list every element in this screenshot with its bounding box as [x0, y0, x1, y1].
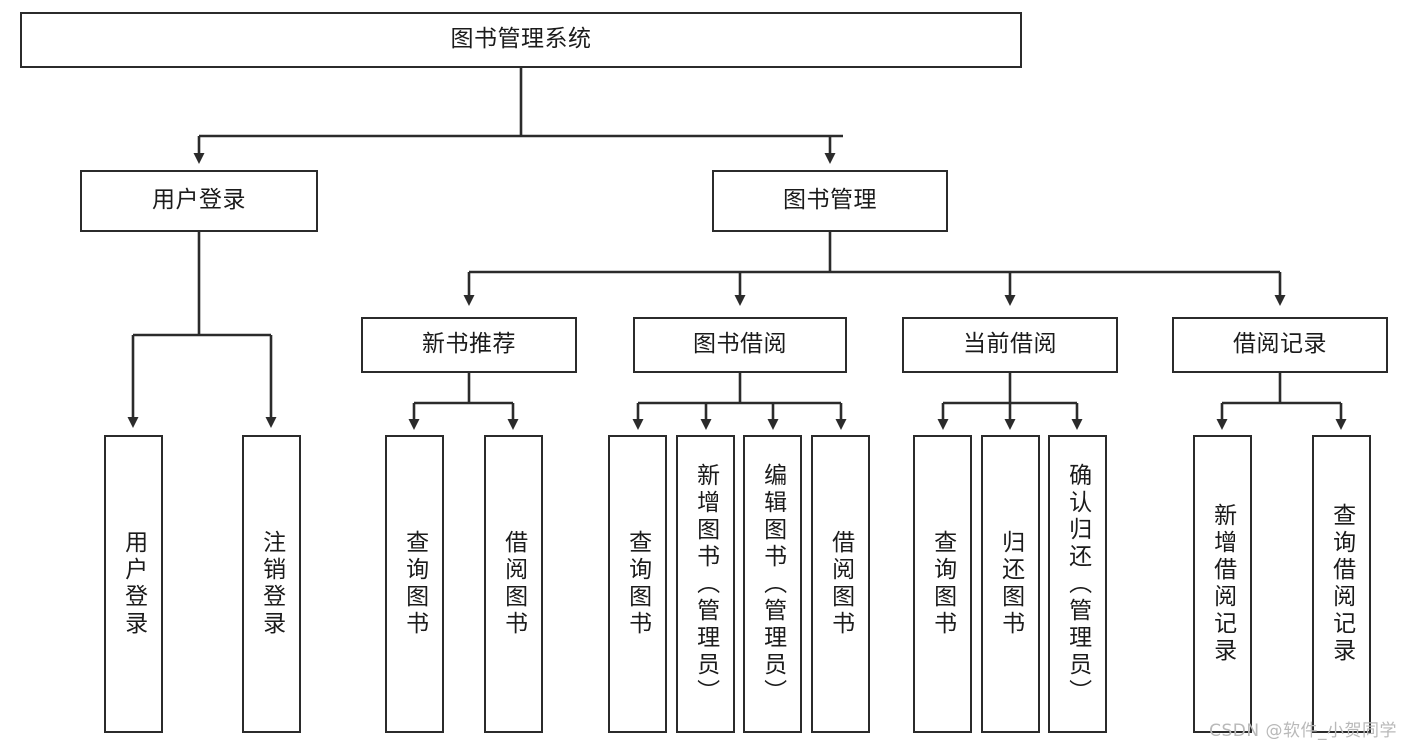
node-label: 图书管理系统: [450, 26, 592, 53]
node-label: 新增借阅记录: [1209, 503, 1236, 665]
leaf-book-borrow-borrow[interactable]: 借阅图书: [811, 435, 870, 733]
leaf-new-book-query[interactable]: 查询图书: [385, 435, 444, 733]
node-label: 查询图书: [624, 530, 651, 638]
node-root-system[interactable]: 图书管理系统: [20, 12, 1022, 68]
leaf-borrow-record-add[interactable]: 新增借阅记录: [1193, 435, 1252, 733]
node-label: 归还图书: [997, 530, 1024, 638]
leaf-book-borrow-query[interactable]: 查询图书: [608, 435, 667, 733]
node-label: 新增图书（管理员）: [692, 462, 719, 706]
node-label: 借阅图书: [500, 530, 527, 638]
node-label: 查询图书: [401, 530, 428, 638]
csdn-watermark: CSDN @软件_小贺同学: [1209, 721, 1397, 741]
node-label: 图书借阅: [693, 331, 787, 358]
leaf-current-borrow-return[interactable]: 归还图书: [981, 435, 1040, 733]
node-label: 借阅图书: [827, 530, 854, 638]
leaf-user-login-login[interactable]: 用户登录: [104, 435, 163, 733]
node-label: 注销登录: [258, 530, 285, 638]
node-book-manage[interactable]: 图书管理: [712, 170, 948, 232]
node-new-book-recommend[interactable]: 新书推荐: [361, 317, 577, 373]
node-label: 图书管理: [783, 187, 877, 214]
leaf-borrow-record-query[interactable]: 查询借阅记录: [1312, 435, 1371, 733]
leaf-current-borrow-confirm[interactable]: 确认归还（管理员）: [1048, 435, 1107, 733]
node-label: 用户登录: [120, 530, 147, 638]
node-label: 用户登录: [152, 187, 246, 214]
leaf-user-login-logout[interactable]: 注销登录: [242, 435, 301, 733]
node-label: 确认归还（管理员）: [1064, 462, 1091, 706]
node-label: 查询图书: [929, 530, 956, 638]
node-user-login[interactable]: 用户登录: [80, 170, 318, 232]
node-label: 编辑图书（管理员）: [759, 462, 786, 706]
node-current-borrow[interactable]: 当前借阅: [902, 317, 1118, 373]
node-label: 查询借阅记录: [1328, 503, 1355, 665]
leaf-book-borrow-add[interactable]: 新增图书（管理员）: [676, 435, 735, 733]
node-label: 新书推荐: [422, 331, 516, 358]
node-label: 借阅记录: [1233, 331, 1327, 358]
node-book-borrow[interactable]: 图书借阅: [633, 317, 847, 373]
leaf-book-borrow-edit[interactable]: 编辑图书（管理员）: [743, 435, 802, 733]
leaf-new-book-borrow[interactable]: 借阅图书: [484, 435, 543, 733]
node-borrow-record[interactable]: 借阅记录: [1172, 317, 1388, 373]
leaf-current-borrow-query[interactable]: 查询图书: [913, 435, 972, 733]
node-label: 当前借阅: [963, 331, 1057, 358]
